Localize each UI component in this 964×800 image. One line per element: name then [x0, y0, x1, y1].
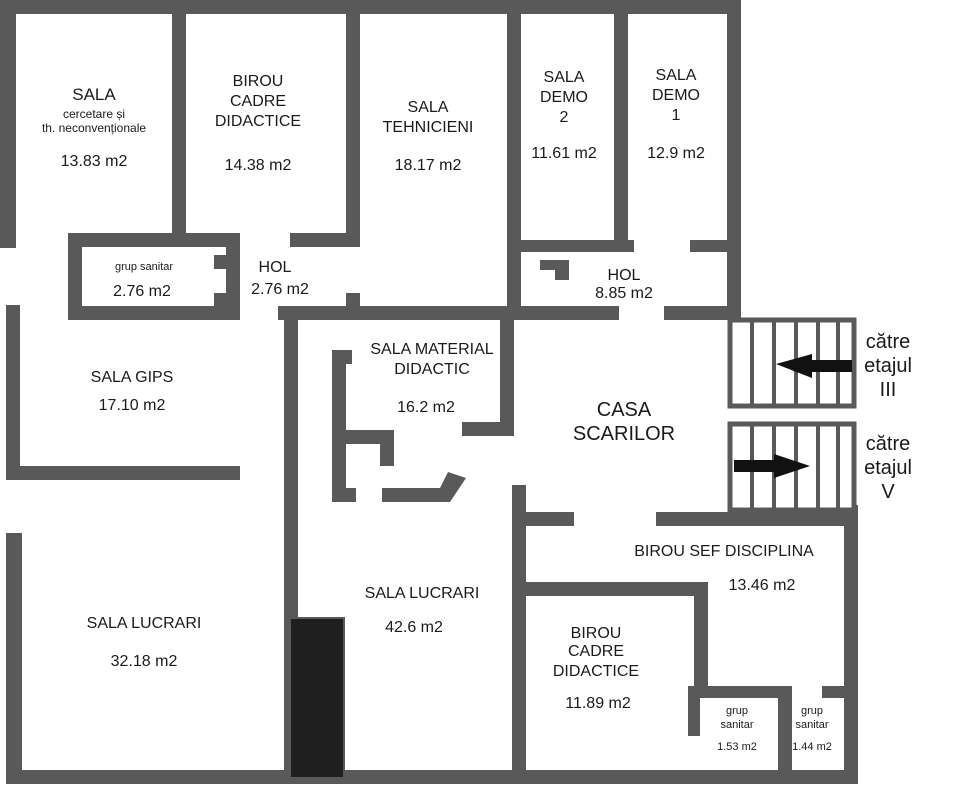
room-name: 1 [672, 107, 681, 124]
dark-block [289, 617, 345, 779]
room-name: grup [726, 705, 748, 717]
stairs-label: III [880, 379, 897, 401]
room-area: 12.9 m2 [647, 145, 705, 162]
room-area: 1.44 m2 [792, 741, 832, 753]
room-sala-demo-2: SALA DEMO 2 11.61 m2 [531, 69, 597, 162]
room-area: 32.18 m2 [111, 653, 178, 670]
room-name: SALA GIPS [91, 369, 174, 386]
room-name: BIROU [571, 625, 622, 642]
room-area: 8.85 m2 [595, 285, 653, 302]
room-sala-tehnicieni: SALA TEHNICIENI 18.17 m2 [383, 99, 474, 174]
room-name: th. neconvenționale [42, 121, 146, 135]
room-name: BIROU [233, 73, 284, 90]
room-area: 13.46 m2 [729, 577, 796, 594]
room-area: 17.10 m2 [99, 397, 166, 414]
room-birou-cadre-bottom: BIROU CADRE DIDACTICE 11.89 m2 [553, 625, 639, 712]
room-name: SALA LUCRARI [87, 615, 202, 632]
room-area: 2.76 m2 [113, 283, 171, 300]
room-sala-gips: SALA GIPS 17.10 m2 [91, 369, 174, 414]
stairs-label: etajul [864, 355, 912, 377]
room-name: SCARILOR [573, 423, 675, 445]
room-name: SALA [72, 85, 116, 104]
room-name: CADRE [568, 643, 624, 660]
room-hol-right: HOL 8.85 m2 [595, 267, 653, 302]
room-area: 18.17 m2 [395, 157, 462, 174]
stairs-up [727, 317, 857, 409]
room-sala-lucrari-left: SALA LUCRARI 32.18 m2 [87, 615, 202, 670]
room-area: 2.76 m2 [251, 281, 309, 298]
stairs-label: către [866, 433, 910, 455]
room-name: DIDACTIC [394, 361, 470, 378]
room-name: SALA LUCRARI [365, 585, 480, 602]
room-area: 42.6 m2 [385, 619, 443, 636]
room-hol-left: HOL 2.76 m2 [251, 259, 309, 298]
room-area: 16.2 m2 [397, 399, 455, 416]
stairs-label: etajul [864, 457, 912, 479]
room-name: TEHNICIENI [383, 119, 474, 136]
room-name: DIDACTICE [553, 663, 639, 680]
room-area: 13.83 m2 [61, 153, 128, 170]
room-name: 2 [560, 109, 569, 126]
room-name: grup sanitar [115, 261, 173, 273]
room-sala-material-didactic: SALA MATERIAL DIDACTIC 16.2 m2 [370, 341, 493, 416]
room-name: BIROU SEF DISCIPLINA [634, 543, 814, 560]
room-area: 1.53 m2 [717, 741, 757, 753]
room-sala-demo-1: SALA DEMO 1 12.9 m2 [647, 67, 705, 162]
room-birou-sef-disciplina: BIROU SEF DISCIPLINA 13.46 m2 [634, 543, 814, 594]
room-name: DIDACTICE [215, 113, 301, 130]
room-name: grup [801, 705, 823, 717]
room-name: DEMO [540, 89, 588, 106]
room-area: 14.38 m2 [225, 157, 292, 174]
room-area: 11.89 m2 [565, 695, 631, 712]
room-name: cercetare și [63, 107, 125, 121]
room-sala-lucrari-mid: SALA LUCRARI 42.6 m2 [365, 585, 480, 636]
room-name: SALA MATERIAL [370, 341, 493, 358]
room-name: sanitar [720, 719, 753, 731]
room-grup-sanitar-top: grup sanitar 2.76 m2 [113, 261, 173, 300]
walls [0, 0, 858, 784]
room-casa-scarilor: CASA SCARILOR [573, 399, 675, 445]
room-birou-cadre-top: BIROU CADRE DIDACTICE 14.38 m2 [215, 73, 301, 174]
room-name: HOL [608, 267, 641, 284]
arrow-right-icon [734, 454, 810, 478]
stairs-down [727, 421, 857, 513]
arrow-left-icon [776, 354, 852, 378]
room-name: sanitar [795, 719, 828, 731]
room-grup-sanitar-b1: grup sanitar 1.53 m2 [717, 705, 757, 753]
stairs-down-label: către etajul V [864, 433, 912, 503]
stairs-label: V [881, 481, 895, 503]
room-name: SALA [656, 67, 697, 84]
room-sala-cercetare: SALA cercetare și th. neconvenționale 13… [42, 85, 146, 170]
room-name: CADRE [230, 93, 286, 110]
room-name: SALA [544, 69, 585, 86]
room-grup-sanitar-b2: grup sanitar 1.44 m2 [792, 705, 832, 753]
room-name: SALA [408, 99, 449, 116]
room-name: HOL [259, 259, 292, 276]
room-name: DEMO [652, 87, 700, 104]
stairs-label: către [866, 331, 910, 353]
stairs-up-label: către etajul III [864, 331, 912, 401]
room-name: CASA [597, 399, 652, 421]
room-area: 11.61 m2 [531, 145, 597, 162]
